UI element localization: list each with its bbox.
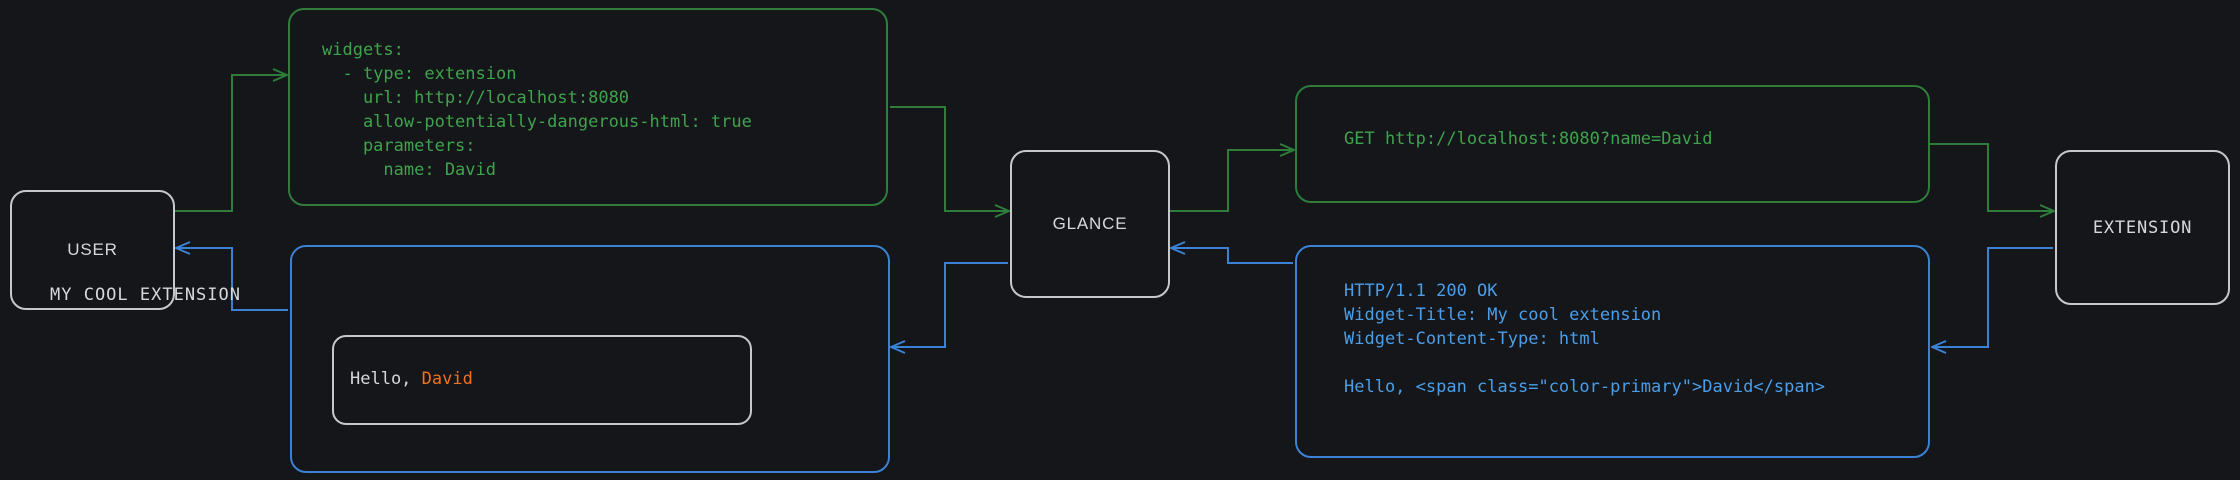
http-response-text: HTTP/1.1 200 OK Widget-Title: My cool ex… — [1344, 281, 1826, 397]
node-glance[interactable]: GLANCE — [1010, 150, 1170, 298]
wire-request-to-extension — [1930, 143, 2053, 211]
wire-glance-to-widget — [892, 262, 1008, 347]
node-user[interactable]: USER — [10, 190, 175, 310]
wire-user-to-config — [175, 75, 286, 212]
rendered-widget-body: Hello, David — [350, 367, 473, 391]
node-extension[interactable]: EXTENSION — [2055, 150, 2230, 305]
config-yaml-text: widgets: - type: extension url: http://l… — [322, 40, 752, 180]
widget-body-prefix: Hello, — [350, 369, 422, 389]
widget-body-accent: David — [421, 369, 473, 389]
panel-config-yaml: widgets: - type: extension url: http://l… — [288, 8, 888, 206]
wire-config-to-glance — [890, 106, 1008, 211]
node-glance-label: GLANCE — [1052, 214, 1128, 233]
node-user-label: USER — [67, 240, 118, 259]
wire-response-to-glance — [1172, 248, 1293, 264]
http-request-text: GET http://localhost:8080?name=David — [1344, 129, 1713, 149]
wire-glance-to-request — [1170, 150, 1293, 212]
rendered-widget-body-box: Hello, David — [332, 335, 752, 425]
panel-http-request: GET http://localhost:8080?name=David — [1295, 85, 1930, 203]
wire-extension-to-response — [1933, 247, 2053, 347]
panel-http-response: HTTP/1.1 200 OK Widget-Title: My cool ex… — [1295, 245, 1930, 458]
rendered-widget-title: MY COOL EXTENSION — [50, 285, 241, 305]
node-extension-label: EXTENSION — [2092, 217, 2193, 238]
